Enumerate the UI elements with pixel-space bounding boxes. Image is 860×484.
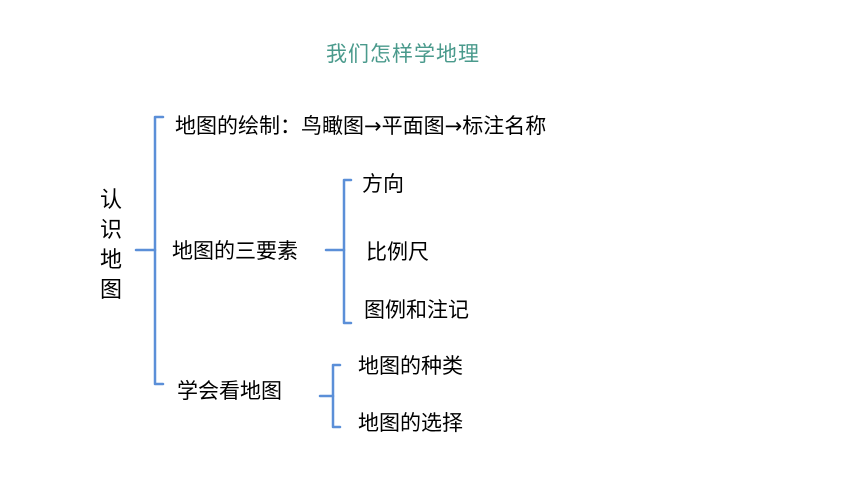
elements-bracket [342, 178, 353, 325]
root-char: 地 [99, 248, 122, 273]
root-label: 认 识 地 图 [98, 186, 124, 306]
branch-reading: 学会看地图 [177, 379, 282, 403]
root-char: 认 [99, 188, 122, 213]
reading-map-selection: 地图的选择 [358, 411, 463, 435]
branch-drawing: 地图的绘制：鸟瞰图→平面图→标注名称 [175, 114, 547, 138]
element-legend: 图例和注记 [364, 298, 469, 322]
element-scale: 比例尺 [366, 240, 429, 264]
reading-map-types: 地图的种类 [358, 354, 463, 378]
element-direction: 方向 [362, 172, 404, 196]
main-bracket [153, 115, 165, 386]
branch-elements: 地图的三要素 [172, 239, 298, 263]
root-char: 识 [99, 218, 122, 243]
page-title: 我们怎样学地理 [326, 42, 480, 66]
root-char: 图 [99, 278, 122, 303]
